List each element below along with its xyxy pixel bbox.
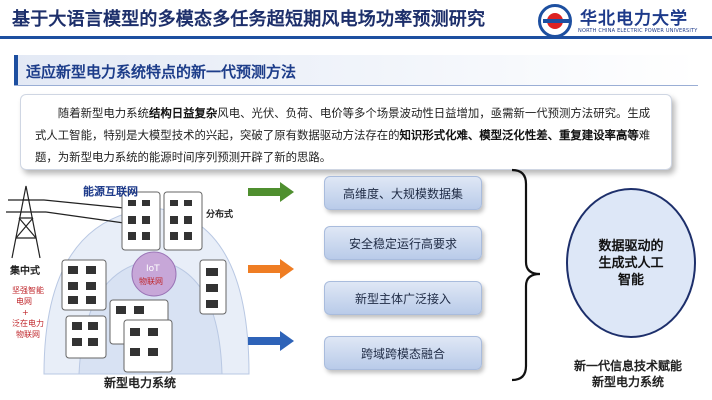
ubiquitous-iot-label-1: 泛在电力: [12, 319, 44, 328]
item-high-dimension-data: 高维度、大规模数据集: [324, 176, 482, 210]
description-paragraph: 随着新型电力系统结构日益复杂风电、光伏、负荷、电价等多个场景波动性日益增加，亟需…: [35, 102, 657, 168]
caption-line-1: 新一代信息技术赋能: [573, 359, 682, 373]
item-cross-domain-fusion: 跨域跨模态融合: [324, 336, 482, 370]
panel-bottom-icon: [123, 319, 173, 373]
arrow-blue-icon: [248, 331, 296, 351]
empowerment-caption: 新一代信息技术赋能 新型电力系统: [548, 358, 708, 390]
desc-bold-1: 结构日益复杂: [148, 106, 218, 120]
description-box: 随着新型电力系统结构日益复杂风电、光伏、负荷、电价等多个场景波动性日益增加，亟需…: [20, 94, 672, 170]
university-name-cn: 华北电力大学: [580, 9, 688, 29]
energy-internet-illustration: [6, 185, 250, 375]
distributed-label: 分布式: [206, 210, 234, 220]
caption-line-2: 新型电力系统: [591, 375, 664, 389]
iot-cn-label: 物联网: [139, 277, 163, 286]
transmission-tower-icon: [6, 185, 125, 259]
ellipse-line-2: 生成式人工: [598, 255, 664, 271]
section-title: 适应新型电力系统特点的新一代预测方法: [26, 63, 297, 81]
arrow-orange-icon: [248, 259, 296, 279]
centralized-label: 集中式: [10, 266, 40, 277]
device-glyphs: [68, 200, 218, 356]
section-banner: [14, 55, 698, 86]
new-power-system-caption: 新型电力系统: [104, 376, 177, 390]
desc-text-1: 随着新型电力系统: [57, 106, 149, 120]
panel-top-left-icon: [121, 191, 161, 251]
logo-bar-mark: [543, 19, 569, 23]
university-logo-icon: [538, 4, 572, 38]
iot-hub-icon: [131, 251, 177, 297]
ellipse-line-3: 智能: [617, 272, 644, 288]
panel-top-right-icon: [163, 191, 203, 251]
strong-grid-label-2: 电网: [16, 297, 32, 306]
page-title: 基于大语言模型的多模态多任务超短期风电场功率预测研究: [12, 9, 486, 30]
generative-ai-text: 数据驱动的 生成式人工 智能: [598, 238, 663, 289]
arrow-green-icon: [248, 182, 296, 202]
ubiquitous-iot-label-2: 物联网: [16, 330, 40, 339]
desc-text-2: 风电、光伏、负荷、电价等多个场景波动性日益增加，亟需新一代预测方法研究。生成式人…: [35, 106, 651, 142]
item-security-stability: 安全稳定运行高要求: [324, 226, 482, 260]
item-new-entities-access: 新型主体广泛接入: [324, 281, 482, 315]
header-divider: [0, 36, 712, 39]
plus-label: +: [22, 308, 29, 317]
university-name-en: NORTH CHINA ELECTRIC POWER UNIVERSITY: [578, 28, 698, 34]
right-brace-icon: [511, 168, 541, 382]
desc-bold-2: 知识形式化难、模型泛化性差、重复建设率高等: [399, 128, 639, 142]
generative-ai-ellipse: 数据驱动的 生成式人工 智能: [566, 188, 696, 338]
strong-grid-label-1: 坚强智能: [12, 286, 44, 295]
energy-internet-title: 能源互联网: [83, 185, 138, 198]
iot-label: IoT: [146, 264, 160, 274]
ellipse-line-1: 数据驱动的: [598, 238, 664, 254]
desc-text-3: 难题，为新型电力系统的能源时间序列预测开辟了新的思路。: [35, 128, 651, 164]
section-banner-accent: [14, 55, 18, 85]
